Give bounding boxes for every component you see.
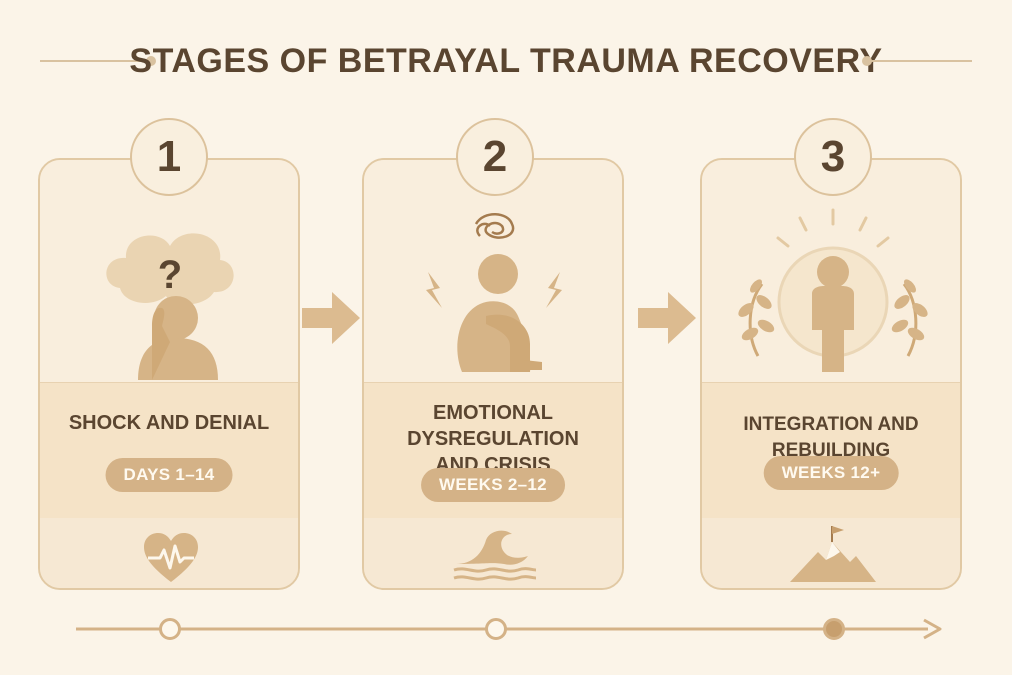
arrow-right-icon [302, 292, 360, 344]
timeline-stage-2-marker [485, 618, 507, 640]
title-divider-dot-left [146, 56, 156, 66]
title-divider-left [40, 60, 148, 62]
stage-card-3: INTEGRATION AND REBUILDING WEEKS 12+ [700, 158, 962, 590]
stage-2-label-line-1: EMOTIONAL DYSREGULATION [407, 402, 579, 450]
heart-pulse-icon [144, 533, 198, 582]
svg-text:?: ? [158, 253, 182, 297]
title-divider-dot-right [862, 56, 872, 66]
stage-1-duration-badge: DAYS 1–14 [105, 458, 233, 492]
stage-1-number-badge: 1 [130, 118, 208, 196]
stage-3-number-badge: 3 [794, 118, 872, 196]
timeline-stage-1-marker [159, 618, 181, 640]
stage-3-label-area [702, 382, 960, 520]
confused-person-icon: ? [106, 233, 234, 380]
stage-card-2: EMOTIONAL DYSREGULATION AND CRISIS WEEKS… [362, 158, 624, 590]
title-row: STAGES OF BETRAYAL TRAUMA RECOVERY [0, 36, 1012, 86]
stage-3-duration-badge: WEEKS 12+ [763, 456, 899, 490]
arrow-right-icon [638, 292, 696, 344]
stage-3-label: INTEGRATION AND REBUILDING [743, 414, 919, 461]
title-divider-right [870, 60, 972, 62]
stage-2-label: EMOTIONAL DYSREGULATION AND CRISIS [372, 400, 614, 478]
timeline-stage-3-marker [823, 618, 845, 640]
distressed-person-icon [426, 213, 562, 372]
stage-2-duration-badge: WEEKS 2–12 [421, 468, 565, 502]
stage-1-label-area [40, 382, 298, 520]
standing-person-icon [738, 208, 928, 372]
stage-2-number-badge: 2 [456, 118, 534, 196]
stage-card-1: SHOCK AND DENIAL DAYS 1–14 ? [38, 158, 300, 590]
wave-icon [453, 530, 537, 581]
progress-timeline [0, 610, 1012, 650]
page-title: STAGES OF BETRAYAL TRAUMA RECOVERY [129, 42, 883, 80]
mountain-flag-icon [790, 526, 876, 582]
stage-1-label: SHOCK AND DENIAL [68, 412, 270, 434]
